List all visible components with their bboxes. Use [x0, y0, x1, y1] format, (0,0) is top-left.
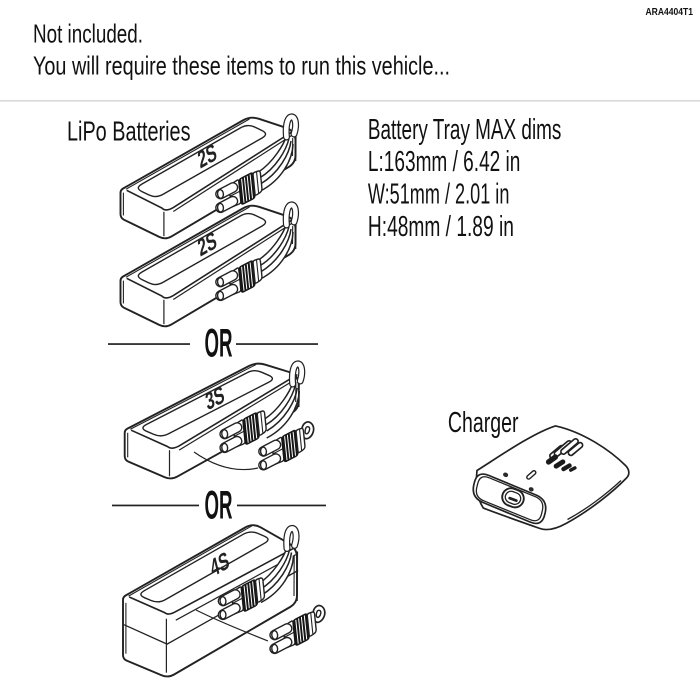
svg-text:OR: OR — [205, 322, 233, 366]
svg-text:You will require these items t: You will require these items to run this… — [33, 51, 450, 81]
svg-text:LiPo Batteries: LiPo Batteries — [67, 115, 191, 146]
svg-text:L:163mm / 6.42 in: L:163mm / 6.42 in — [368, 146, 521, 178]
svg-text:ARA4404T1: ARA4404T1 — [646, 7, 694, 18]
svg-text:Battery Tray MAX dims: Battery Tray MAX dims — [368, 114, 562, 146]
svg-text:3S: 3S — [203, 381, 226, 417]
svg-text:4S: 4S — [208, 547, 232, 583]
svg-text:Not included.: Not included. — [33, 19, 143, 49]
svg-text:W:51mm / 2.01 in: W:51mm / 2.01 in — [368, 179, 510, 211]
svg-text:Charger: Charger — [448, 407, 519, 439]
svg-text:2S: 2S — [195, 226, 219, 262]
svg-text:OR: OR — [205, 484, 233, 528]
svg-text:H:48mm / 1.89 in: H:48mm / 1.89 in — [368, 211, 514, 243]
svg-text:2S: 2S — [195, 138, 219, 174]
